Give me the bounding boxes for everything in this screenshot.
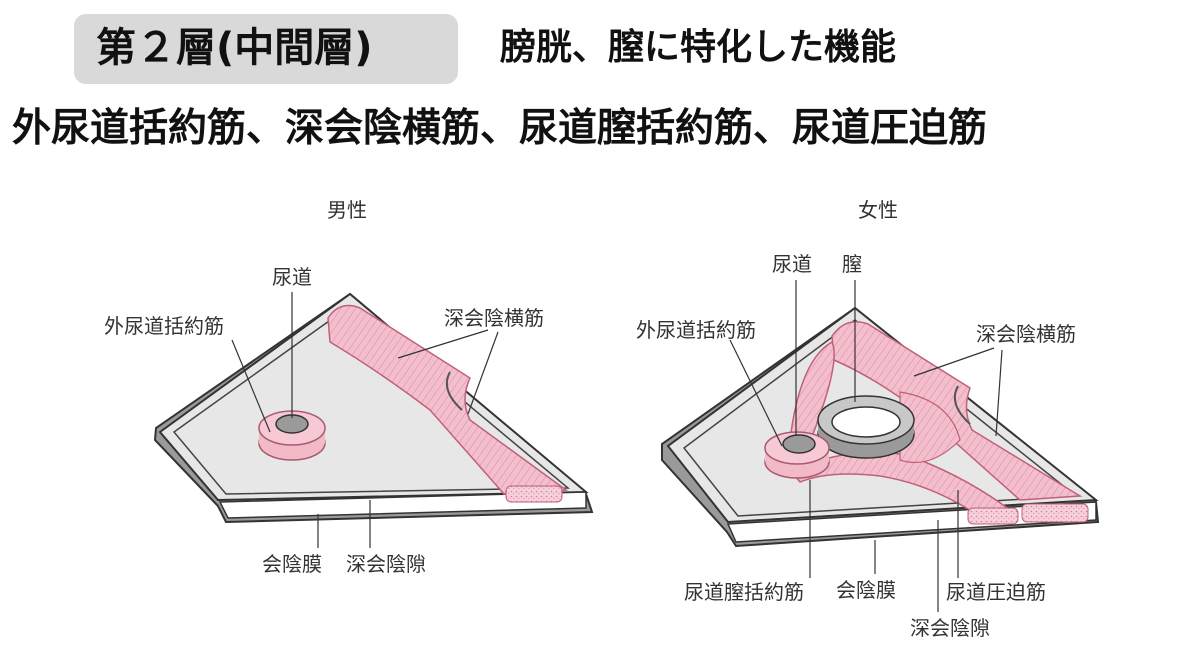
male-urethra-label: 尿道 xyxy=(272,265,312,289)
layer-badge-text: 第２層(中間層) xyxy=(96,25,373,71)
male-external-sphincter-label: 外尿道括約筋 xyxy=(104,314,224,338)
female-title: 女性 xyxy=(858,198,898,222)
male-deep-pouch-label: 深会陰隙 xyxy=(346,552,426,576)
female-external-sphincter-label: 外尿道括約筋 xyxy=(636,318,756,342)
male-deep-transverse-muscle xyxy=(327,304,569,495)
female-deep-pouch-label: 深会陰隙 xyxy=(910,616,990,640)
female-diagram xyxy=(661,280,1100,612)
female-deep-transverse-muscle xyxy=(831,321,1083,501)
male-perineal-membrane-label: 会陰膜 xyxy=(262,552,322,576)
male-title: 男性 xyxy=(327,198,367,222)
female-muscle-cut-end-a xyxy=(967,507,1019,525)
female-urethra-label: 尿道 xyxy=(772,252,812,276)
female-deep-transverse-label: 深会陰横筋 xyxy=(976,322,1076,346)
female-perineal-membrane-label: 会陰膜 xyxy=(836,578,896,602)
muscle-list: 外尿道括約筋、深会陰横筋、尿道膣括約筋、尿道圧迫筋 xyxy=(12,106,988,151)
male-deep-transverse-label: 深会陰横筋 xyxy=(444,306,544,330)
male-diagram xyxy=(153,292,594,548)
female-vagina-label: 膣 xyxy=(842,252,862,276)
female-muscle-cut-end-b xyxy=(1021,503,1089,523)
female-urethrovaginal-label: 尿道膣括約筋 xyxy=(684,580,804,604)
function-subtitle: 膀胱、膣に特化した機能 xyxy=(500,27,897,68)
female-urethra-icon xyxy=(782,434,816,454)
female-compressor-label: 尿道圧迫筋 xyxy=(946,580,1046,604)
male-muscle-cut-end xyxy=(505,485,563,503)
male-deep-pouch-strip xyxy=(218,491,587,519)
layer-badge xyxy=(74,14,458,84)
